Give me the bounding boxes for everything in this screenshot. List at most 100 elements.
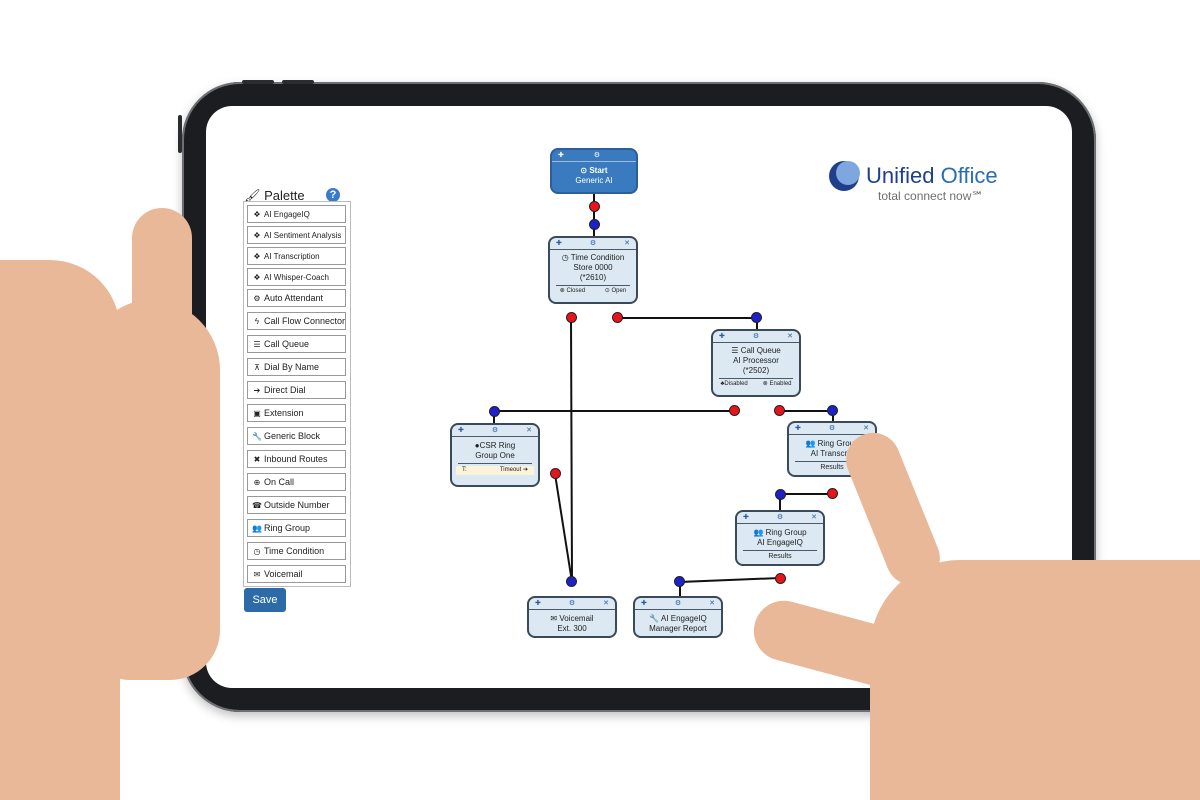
tablet-side-button — [178, 115, 182, 153]
palette-item-ai-transcription[interactable]: ❖AI Transcription — [247, 247, 346, 265]
node-ring-group-engageiq[interactable]: ✚⚙✕ 👥 Ring Group AI EngageIQ Results — [735, 510, 825, 566]
port-time-in[interactable] — [589, 219, 600, 230]
move-icon[interactable]: ✚ — [719, 333, 725, 340]
port-ringgroup1-in[interactable] — [827, 405, 838, 416]
palette-item-extension[interactable]: ▣Extension — [247, 404, 346, 422]
users-icon: 👥 — [753, 528, 764, 537]
node-time-condition[interactable]: ✚⚙✕ ◷ Time Condition Store 0000 (*2610) … — [548, 236, 638, 304]
palette-item-ring-group[interactable]: 👥Ring Group — [247, 519, 346, 537]
palette-title: 🖌 Palette — [244, 188, 305, 203]
wrench-icon: 🔧 — [252, 431, 262, 441]
phone-square-icon: ▣ — [253, 408, 261, 418]
save-button[interactable]: Save — [244, 588, 286, 612]
move-icon[interactable]: ✚ — [743, 514, 749, 521]
wire-closed-voicemail — [570, 317, 573, 583]
close-icon[interactable]: ✕ — [811, 514, 817, 521]
node-voicemail[interactable]: ✚⚙✕ ✉ Voicemail Ext. 300 — [527, 596, 617, 638]
port-callqueue-in[interactable] — [751, 312, 762, 323]
port-ringgroup2-in[interactable] — [775, 489, 786, 500]
wire-disabled-csr — [493, 410, 734, 423]
move-icon[interactable]: ✚ — [458, 427, 464, 434]
palette-item-auto-attendant[interactable]: ⚙Auto Attendant — [247, 289, 346, 307]
port-ringgroup1-out[interactable] — [827, 488, 838, 499]
port-csr-in[interactable] — [489, 406, 500, 417]
close-icon[interactable]: ✕ — [709, 600, 715, 607]
node-extension: Ext. 300 — [557, 624, 587, 633]
move-icon[interactable]: ✚ — [558, 152, 564, 159]
close-icon[interactable]: ✕ — [787, 333, 793, 340]
output-results: Results — [820, 464, 844, 471]
wrench-icon: 🔧 — [649, 614, 660, 623]
play-icon: ⊙ — [580, 166, 588, 175]
port-enabled-out[interactable] — [774, 405, 785, 416]
port-disabled-out[interactable] — [729, 405, 740, 416]
close-icon[interactable]: ✕ — [863, 425, 869, 432]
palette-item-outside-number[interactable]: ☎Outside Number — [247, 496, 346, 514]
palette-item-inbound-routes[interactable]: ✖Inbound Routes — [247, 450, 346, 468]
settings-icon[interactable]: ⚙ — [776, 514, 784, 521]
list-icon: ☰ — [731, 346, 739, 355]
move-icon[interactable]: ✚ — [535, 600, 541, 607]
settings-icon[interactable]: ⚙ — [752, 333, 760, 340]
move-icon[interactable]: ✚ — [795, 425, 801, 432]
palette-item-ai-engageiq[interactable]: ❖AI EngageIQ — [247, 205, 346, 223]
palette-item-time-condition[interactable]: ◷Time Condition — [247, 542, 346, 560]
port-start-out[interactable] — [589, 201, 600, 212]
palette-item-ai-whisper[interactable]: ❖AI Whisper-Coach — [247, 268, 346, 286]
close-icon[interactable]: ✕ — [603, 600, 609, 607]
node-start-name: Generic AI — [575, 176, 613, 185]
settings-icon[interactable]: ⚙ — [828, 425, 836, 432]
puzzle-icon: ❖ — [253, 230, 261, 240]
node-label: Group One — [475, 451, 515, 460]
palette-item-generic-block[interactable]: 🔧Generic Block — [247, 427, 346, 445]
close-icon[interactable]: ✕ — [526, 427, 532, 434]
node-ai-engageiq[interactable]: ✚⚙✕ 🔧 AI EngageIQ Manager Report — [633, 596, 723, 638]
node-label: AI Processor — [733, 356, 779, 365]
left-thumb — [132, 208, 192, 368]
node-extension: (*2610) — [579, 273, 607, 282]
puzzle-icon: ❖ — [253, 272, 261, 282]
palette-list: ❖AI EngageIQ ❖AI Sentiment Analysis ❖AI … — [243, 201, 351, 587]
node-label: AI Transcrip — [810, 449, 854, 458]
settings-icon[interactable]: ⚙ — [593, 152, 601, 159]
node-start[interactable]: ✚⚙ ⊙ Start Generic AI — [550, 148, 638, 194]
question-icon[interactable]: ? — [326, 188, 340, 202]
envelope-icon: ✉ — [253, 569, 261, 579]
settings-icon[interactable]: ⚙ — [674, 600, 682, 607]
tablet-volume-button — [242, 80, 274, 84]
node-csr-ring-group[interactable]: ✚⚙✕ ●CSR Ring Group One T:Timeout ➔ — [450, 423, 540, 487]
node-extension: (*2502) — [742, 366, 770, 375]
palette-item-direct-dial[interactable]: ➔Direct Dial — [247, 381, 346, 399]
settings-icon[interactable]: ⚙ — [589, 240, 597, 247]
port-closed-out[interactable] — [566, 312, 577, 323]
node-label: AI EngageIQ — [757, 538, 803, 547]
wire-results-engageiq — [679, 577, 781, 596]
palette-item-call-queue[interactable]: ☰Call Queue — [247, 335, 346, 353]
tablet-volume-button — [282, 80, 314, 84]
clock-icon: ◷ — [253, 546, 261, 556]
port-voicemail-in[interactable] — [566, 576, 577, 587]
puzzle-icon: ❖ — [253, 251, 261, 261]
move-icon[interactable]: ✚ — [556, 240, 562, 247]
palette-item-ai-sentiment[interactable]: ❖AI Sentiment Analysis — [247, 226, 346, 244]
port-open-out[interactable] — [612, 312, 623, 323]
settings-icon[interactable]: ⚙ — [491, 427, 499, 434]
palette-item-voicemail[interactable]: ✉Voicemail — [247, 565, 346, 583]
brush-icon: 🖌 — [244, 188, 261, 203]
close-icon[interactable]: ✕ — [624, 240, 630, 247]
port-ringgroup2-out[interactable] — [775, 573, 786, 584]
settings-icon[interactable]: ⚙ — [568, 600, 576, 607]
port-timeout-out[interactable] — [550, 468, 561, 479]
move-icon[interactable]: ✚ — [641, 600, 647, 607]
port-engageiq-in[interactable] — [674, 576, 685, 587]
list-icon: ☰ — [253, 339, 261, 349]
logo-mark-inner — [836, 161, 860, 185]
palette-item-dial-by-name[interactable]: ⊼Dial By Name — [247, 358, 346, 376]
palette-item-on-call[interactable]: ⊕On Call — [247, 473, 346, 491]
clock-icon: ◷ — [561, 253, 569, 262]
users-icon: 👥 — [805, 439, 816, 448]
node-call-queue[interactable]: ✚⚙✕ ☰ Call Queue AI Processor (*2502) ♣D… — [711, 329, 801, 397]
logo-wordmark: Unified Office — [866, 163, 998, 188]
tablet-screen: 🖌 Palette ? ❖AI EngageIQ ❖AI Sentiment A… — [206, 106, 1072, 688]
